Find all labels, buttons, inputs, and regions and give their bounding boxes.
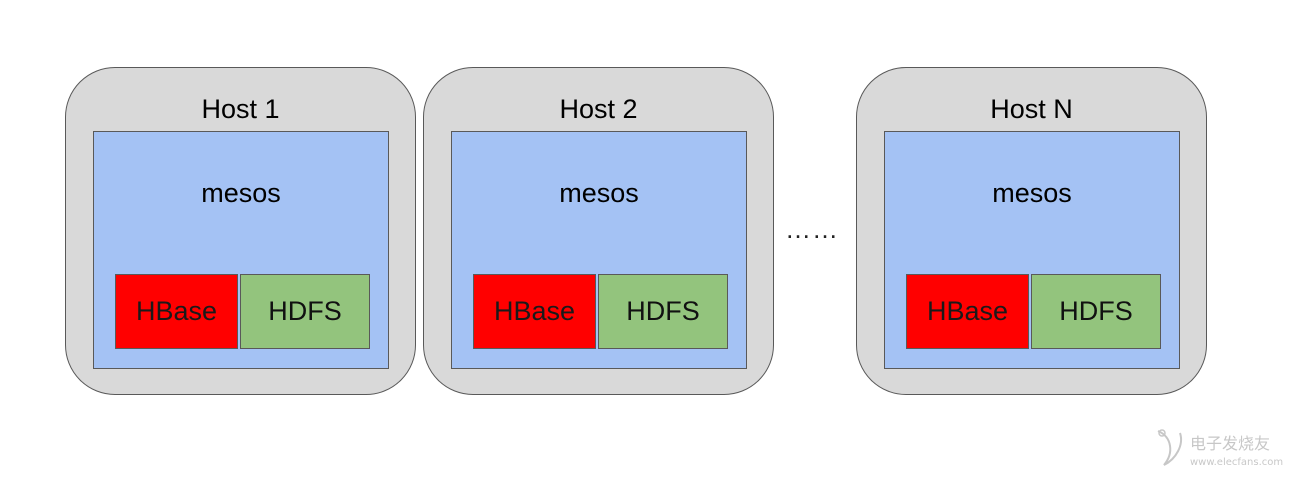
hdfs-box: HDFS bbox=[598, 274, 728, 349]
watermark-logo: 电子发烧友 www.elecfans.com bbox=[1157, 429, 1283, 468]
ellipsis: …… bbox=[785, 214, 839, 244]
mesos-label: mesos bbox=[992, 178, 1072, 208]
hbase-box: HBase bbox=[473, 274, 596, 349]
watermark-url: www.elecfans.com bbox=[1190, 457, 1283, 468]
svg-text:电子发烧友: 电子发烧友 bbox=[1190, 434, 1270, 453]
host-title: Host 2 bbox=[559, 94, 638, 124]
mesos-label: mesos bbox=[201, 178, 281, 208]
host-box-1: Host 1 mesos HBase HDFS bbox=[65, 67, 416, 395]
mesos-box: mesos HBase HDFS bbox=[93, 131, 389, 369]
mesos-box: mesos HBase HDFS bbox=[884, 131, 1180, 369]
hdfs-box: HDFS bbox=[1031, 274, 1161, 349]
hbase-box: HBase bbox=[115, 274, 238, 349]
hdfs-box: HDFS bbox=[240, 274, 370, 349]
host-title: Host 1 bbox=[201, 94, 280, 124]
host-box-2: Host 2 mesos HBase HDFS bbox=[423, 67, 774, 395]
host-box-n: Host N mesos HBase HDFS bbox=[856, 67, 1207, 395]
hbase-box: HBase bbox=[906, 274, 1029, 349]
mesos-box: mesos HBase HDFS bbox=[451, 131, 747, 369]
host-title: Host N bbox=[990, 94, 1073, 124]
mesos-label: mesos bbox=[559, 178, 639, 208]
